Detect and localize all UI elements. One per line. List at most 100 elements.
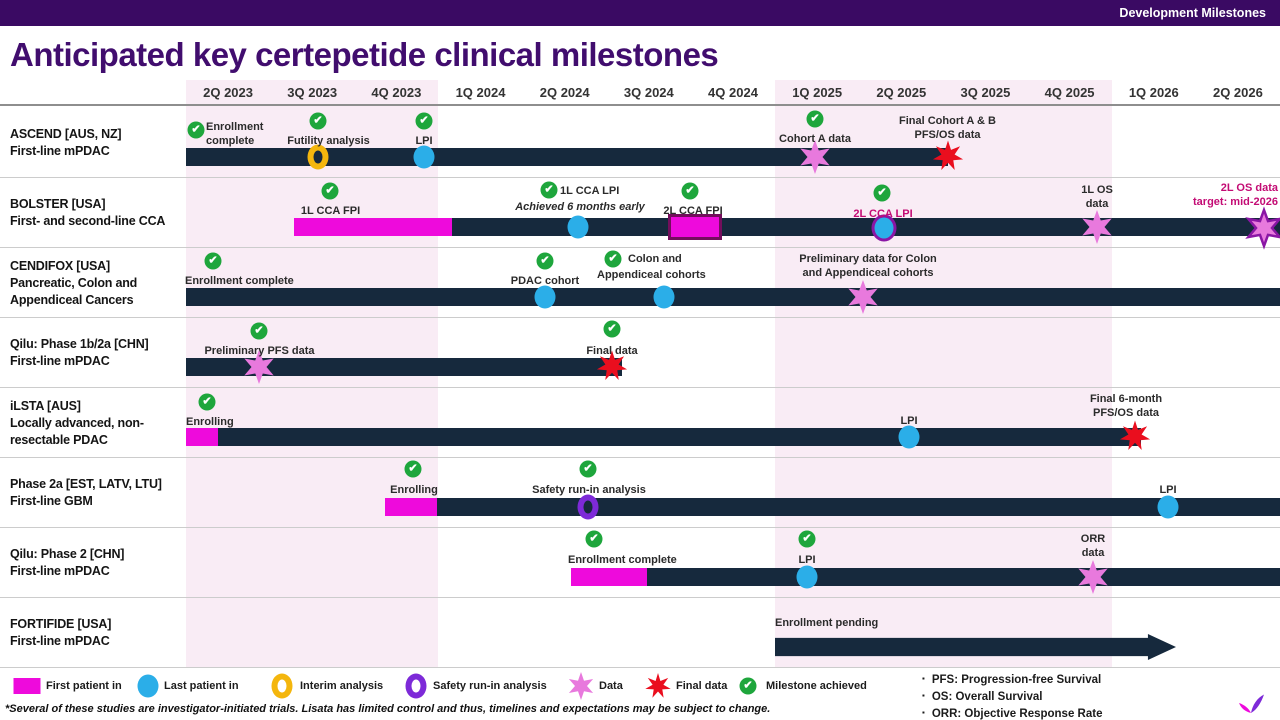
milestone-label: 1L CCA LPI — [560, 185, 640, 199]
data-star-ringed-icon — [1243, 206, 1280, 250]
milestone-label-line: ORR — [1080, 533, 1106, 545]
milestone-achieved-icon: ✔ — [579, 460, 597, 478]
milestone-label-line: Enrollment — [206, 121, 264, 133]
top-bar-tag: Development Milestones — [1119, 6, 1266, 20]
milestone-label: 1L CCA FPI — [288, 205, 373, 219]
milestone-label: Enrollment pending — [775, 617, 925, 631]
top-bar: Development Milestones — [0, 0, 1280, 26]
milestone-achieved-icon: ✔ — [309, 112, 327, 130]
study-label-line: First- and second-line CCA — [10, 214, 166, 228]
milestone-label-line: Enrollment complete — [568, 554, 677, 566]
milestone-label-line: 1L CCA LPI — [560, 185, 620, 197]
legend-label: Last patient in — [164, 680, 239, 692]
milestone-label-line: LPI — [798, 554, 816, 566]
last-patient-in-ringed-icon — [871, 214, 897, 242]
milestone-label: Safety run-in analysis — [524, 484, 654, 498]
study-label-line: First-line mPDAC — [10, 564, 110, 578]
milestone-label: 2L CCA FPI — [653, 205, 733, 219]
milestone-label-line: PFS/OS data — [1092, 406, 1160, 419]
legend-label: Interim analysis — [300, 680, 384, 692]
timeline-bar — [452, 218, 1280, 236]
column-header: 2Q 2025 — [876, 85, 927, 100]
study-label: Qilu: Phase 1b/2a [CHN]First-line mPDAC — [10, 318, 188, 388]
milestone-label-line: 2L CCA LPI — [853, 208, 913, 220]
study-label-line: Pancreatic, Colon and — [10, 275, 138, 290]
milestone-label-line: Preliminary PFS data — [204, 345, 315, 357]
lisata-logo-icon — [1239, 694, 1264, 713]
last-patient-in-icon — [567, 215, 589, 239]
last-patient-in-icon — [534, 285, 556, 309]
column-header: 1Q 2025 — [792, 85, 843, 100]
first-patient-in-segment — [186, 428, 218, 446]
milestone-label: Futility analysis — [281, 135, 376, 149]
timeline-bar — [437, 498, 1280, 516]
data-star-icon — [797, 139, 833, 175]
legend-label: Final data — [676, 680, 728, 692]
milestone-achieved-icon: ✔ — [585, 530, 603, 548]
milestone-label-line: 1L OS — [1081, 184, 1113, 196]
milestone-label-line: LPI — [1159, 484, 1177, 496]
last-patient-in-icon — [413, 145, 435, 169]
first-patient-in-segment — [385, 498, 437, 516]
row-divider — [0, 527, 1280, 528]
study-label-line: Locally advanced, non- — [10, 415, 144, 430]
milestone-label-line: LPI — [900, 415, 918, 427]
milestone-label-line: target: mid-2026 — [1193, 195, 1278, 208]
milestone-achieved-icon: ✔ — [798, 530, 816, 548]
first-patient-in-icon — [13, 678, 41, 694]
first-patient-in-boxed-segment — [668, 214, 722, 240]
header-divider — [0, 104, 1280, 106]
milestone-label: 2L CCA LPI — [840, 208, 926, 222]
milestone-label-line: LPI — [415, 135, 433, 147]
abbreviation-text: PFS: Progression-free Survival — [931, 674, 1102, 686]
study-label-line: BOLSTER [USA] — [10, 197, 106, 211]
milestone-label: Cohort A data — [772, 133, 858, 147]
last-patient-in-icon — [898, 425, 920, 449]
study-label-line: Phase 2a [EST, LATV, LTU] — [10, 477, 162, 491]
row-divider — [0, 597, 1280, 598]
timeline-row: Qilu: Phase 2 [CHN]First-line mPDAC✔✔Enr… — [0, 528, 1280, 598]
timeline-row: ASCEND [AUS, NZ]First-line mPDAC✔✔✔✔Enro… — [0, 108, 1280, 178]
data-star-icon — [566, 671, 596, 701]
study-label-line: iLSTA [AUS] — [10, 398, 81, 413]
study-label-line: resectable PDAC — [10, 432, 108, 447]
column-header: 1Q 2024 — [455, 85, 506, 100]
column-header: 4Q 2025 — [1044, 85, 1095, 100]
row-divider — [0, 387, 1280, 388]
study-label: iLSTA [AUS] Locally advanced, non-resecta… — [10, 388, 188, 458]
milestone-achieved-icon: ✔ — [540, 181, 558, 199]
milestone-achieved-icon: ✔ — [198, 393, 216, 411]
column-header: 2Q 2023 — [203, 85, 253, 100]
milestone-label-line: and Appendiceal cohorts — [802, 266, 934, 279]
milestone-label-line: Achieved 6 months early — [515, 201, 645, 213]
study-label: ASCEND [AUS, NZ]First-line mPDAC — [10, 108, 188, 178]
milestone-label-line: Enrolling — [390, 484, 438, 496]
milestone-label-line: Preliminary data for Colon — [799, 253, 937, 265]
milestone-label-line: data — [1085, 197, 1109, 210]
milestone-label-line: complete — [206, 134, 255, 147]
milestone-label: Final data — [572, 345, 652, 359]
abbreviation-item: ▪ORR: Objective Response Rate — [922, 705, 1102, 720]
milestone-label: Enrolling — [186, 416, 256, 430]
milestone-label-line: Appendiceal cohorts — [597, 269, 706, 281]
timeline-row: iLSTA [AUS] Locally advanced, non-resecta… — [0, 388, 1280, 458]
milestone-label: Enrollment complete — [185, 275, 307, 289]
abbreviation-item: ▪PFS: Progression-free Survival — [922, 671, 1102, 688]
column-header: 2Q 2026 — [1212, 85, 1263, 100]
milestone-label: Appendiceal cohorts — [597, 269, 729, 283]
legend-label: Milestone achieved — [766, 680, 867, 692]
timeline-row: Qilu: Phase 1b/2a [CHN]First-line mPDAC✔… — [0, 318, 1280, 388]
timeline-row: BOLSTER [USA] First- and second-line CCA ✔… — [0, 178, 1280, 250]
study-label-line: First-line mPDAC — [10, 354, 110, 368]
legend-label: Data — [599, 680, 623, 692]
timeline-bar — [186, 288, 1280, 306]
page-title: Anticipated key certepetide clinical mil… — [10, 36, 719, 73]
study-label-line: FORTIFIDE [USA] — [10, 617, 112, 631]
